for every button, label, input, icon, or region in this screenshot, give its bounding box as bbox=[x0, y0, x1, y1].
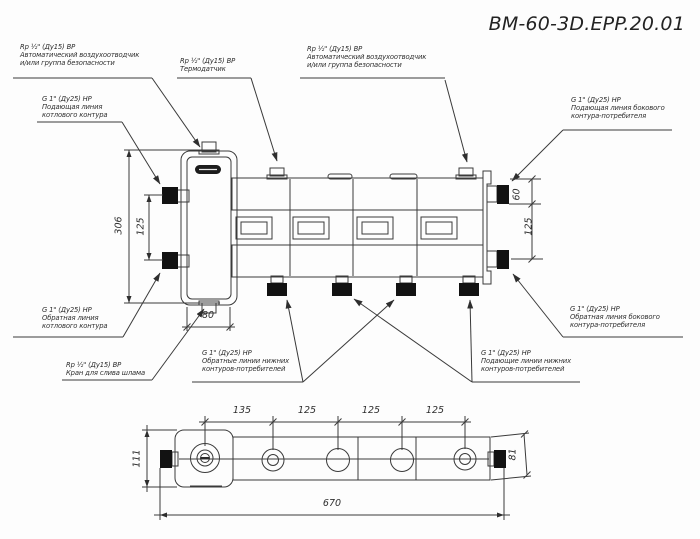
callout-line: G 1" (Ду25) НР bbox=[42, 95, 92, 103]
callout-separator-air-vent: Rp ½" (Ду15) ВР Автоматический воздухоот… bbox=[20, 43, 139, 68]
callout-line: котлового контура bbox=[42, 322, 108, 331]
bottom-view-circles bbox=[190, 443, 477, 473]
side-ports bbox=[486, 185, 509, 269]
dim-separator-width: 80 bbox=[201, 310, 215, 321]
callout-line: и/или группа безопасности bbox=[20, 59, 115, 68]
callout-side-return: G 1" (Ду25) НР Обратная линия бокового к… bbox=[570, 305, 660, 330]
callout-line: Обратная линия bbox=[42, 314, 99, 323]
dim-side-ports-spacing: 125 bbox=[523, 217, 535, 236]
callout-line: контуров-потребителей bbox=[481, 365, 565, 374]
callout-line: Кран для слива шлама bbox=[66, 369, 146, 378]
hydraulic-separator bbox=[180, 141, 238, 314]
insulation-windows bbox=[235, 216, 458, 240]
callout-line: G 1" (Ду25) НР bbox=[481, 349, 531, 357]
callout-line: Rp ½" (Ду15) ВР bbox=[66, 361, 122, 369]
callout-line: Rp ½" (Ду15) ВР bbox=[180, 57, 236, 65]
callout-line: Rp ½" (Ду15) ВР bbox=[20, 43, 76, 51]
dim-overall-length: 670 bbox=[322, 498, 342, 509]
dim-overall-height: 306 bbox=[113, 216, 125, 235]
callout-line: Термодатчик bbox=[180, 65, 226, 74]
dim-manifold-depth: 81 bbox=[507, 448, 519, 461]
dim-boiler-ports-spacing: 125 bbox=[135, 217, 147, 236]
callout-line: Автоматический воздухоотводчик bbox=[20, 51, 140, 60]
boiler-ports bbox=[162, 187, 190, 269]
callout-sludge-drain: Rp ½" (Ду15) ВР Кран для слива шлама bbox=[66, 361, 145, 377]
callout-line: Обратная линия бокового bbox=[570, 313, 660, 322]
lower-ports bbox=[267, 275, 479, 296]
front-dimensions bbox=[124, 149, 543, 331]
callout-line: G 1" (Ду25) НР bbox=[42, 306, 92, 314]
callout-line: контура-потребителя bbox=[570, 321, 646, 330]
callout-line: контура-потребителя bbox=[571, 112, 647, 121]
callout-line: контуров-потребителей bbox=[202, 365, 286, 374]
bottom-view bbox=[142, 416, 532, 520]
callout-line: Подающая линия bbox=[42, 103, 103, 112]
callout-side-supply: G 1" (Ду25) НР Подающая линия бокового к… bbox=[571, 96, 665, 121]
callout-boiler-supply: G 1" (Ду25) НР Подающая линия котлового … bbox=[42, 95, 108, 120]
drawing-number: BM-60-3D.EPP.20.01 bbox=[488, 13, 685, 35]
dim-outlet-spacing-3: 125 bbox=[425, 405, 445, 416]
callout-line: котлового контура bbox=[42, 111, 108, 120]
end-cap bbox=[482, 170, 492, 285]
callout-thermo-sensor: Rp ½" (Ду15) ВР Термодатчик bbox=[180, 57, 235, 73]
dim-side-port-offset: 60 bbox=[511, 188, 523, 201]
dim-first-outlet-spacing: 135 bbox=[232, 405, 252, 416]
callout-line: Подающая линия бокового bbox=[571, 104, 665, 113]
dim-outlet-spacing-2: 125 bbox=[361, 405, 381, 416]
callout-manifold-air-vent: Rp ½" (Ду15) ВР Автоматический воздухоот… bbox=[307, 45, 426, 70]
dim-separator-depth: 111 bbox=[131, 449, 143, 468]
callout-line: Обратные линии нижних bbox=[202, 357, 290, 366]
callout-lower-supplies: G 1" (Ду25) НР Подающие линии нижних кон… bbox=[481, 349, 571, 374]
callout-boiler-return: G 1" (Ду25) НР Обратная линия котлового … bbox=[42, 306, 108, 331]
callout-line: G 1" (Ду25) НР bbox=[202, 349, 252, 357]
dim-outlet-spacing-1: 125 bbox=[297, 405, 317, 416]
manifold-body bbox=[231, 170, 492, 285]
separator-logo-icon bbox=[195, 165, 221, 174]
callout-leaders bbox=[13, 77, 683, 383]
bottom-dimensions bbox=[142, 416, 532, 520]
callout-line: G 1" (Ду25) НР bbox=[570, 305, 620, 313]
callout-line: Rp ½" (Ду15) ВР bbox=[307, 45, 363, 53]
callout-line: Автоматический воздухоотводчик bbox=[307, 53, 427, 62]
front-view bbox=[13, 77, 683, 383]
callout-line: G 1" (Ду25) НР bbox=[571, 96, 621, 104]
callout-line: и/или группа безопасности bbox=[307, 61, 402, 70]
manifold-top-fittings bbox=[266, 167, 477, 180]
callout-line: Подающие линии нижних bbox=[481, 357, 571, 366]
callout-lower-returns: G 1" (Ду25) НР Обратные линии нижних кон… bbox=[202, 349, 289, 374]
bottom-view-ports bbox=[160, 450, 506, 468]
